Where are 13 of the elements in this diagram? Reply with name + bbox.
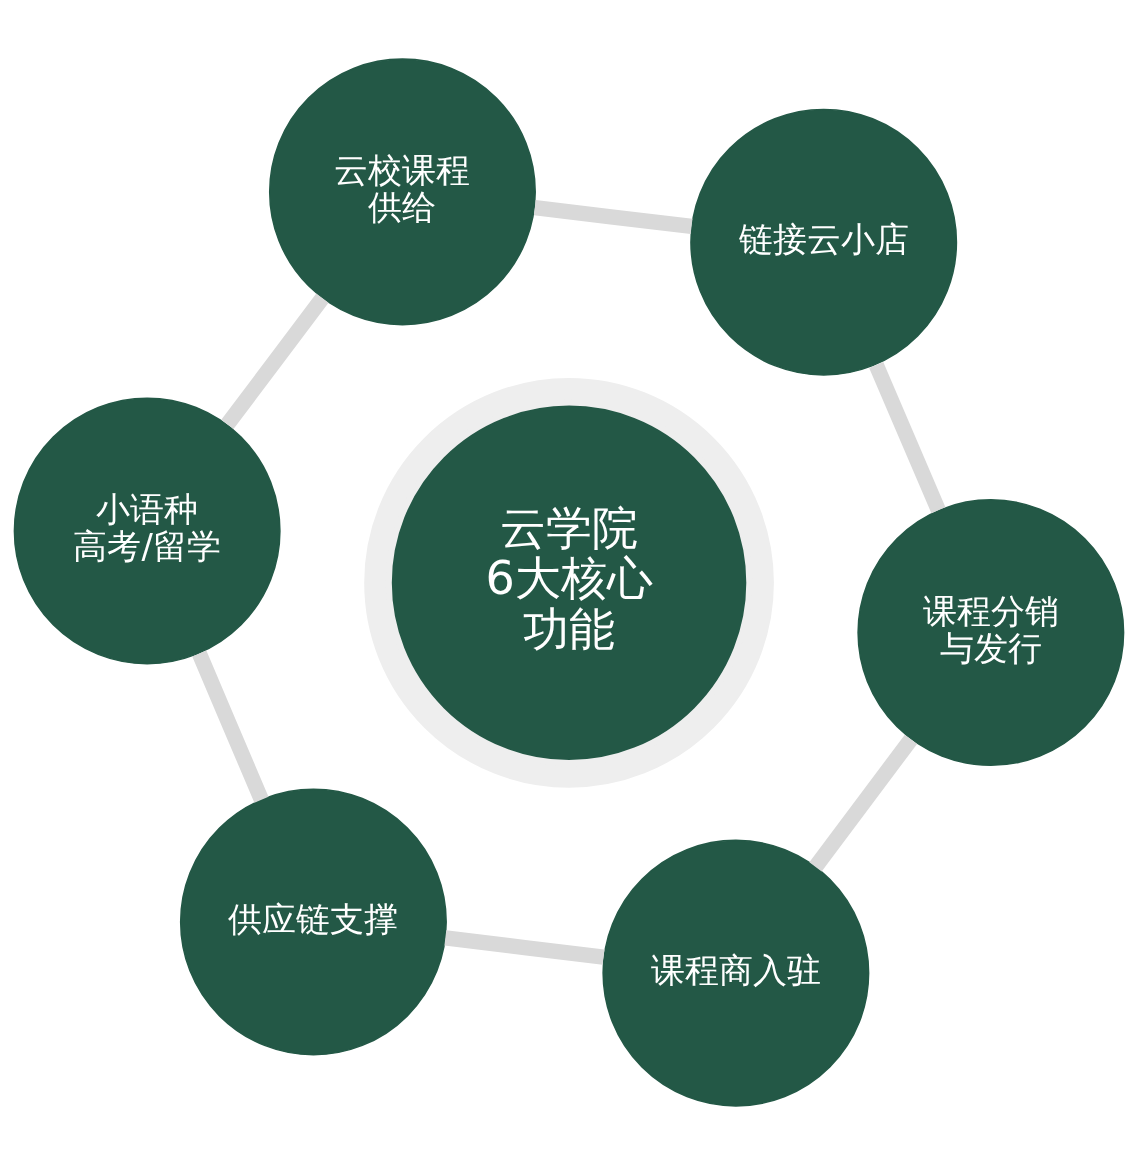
node-circle: 云学院 6大核心功能: [364, 377, 774, 788]
connector: [444, 929, 605, 965]
node-circle: 云校课程供给: [268, 57, 536, 325]
connector: [192, 650, 269, 803]
connector: [221, 293, 329, 429]
connector: [869, 361, 946, 513]
node-circle: 供应链支撑: [179, 787, 447, 1055]
connector: [809, 734, 918, 871]
connector: [533, 199, 693, 234]
node-circle: 课程分销与发行: [857, 498, 1125, 766]
node-circle: 小语种 高考/留学: [13, 396, 281, 664]
node-circle: 链接云小店: [690, 108, 958, 376]
node-circle: 课程商入驻: [602, 839, 870, 1107]
